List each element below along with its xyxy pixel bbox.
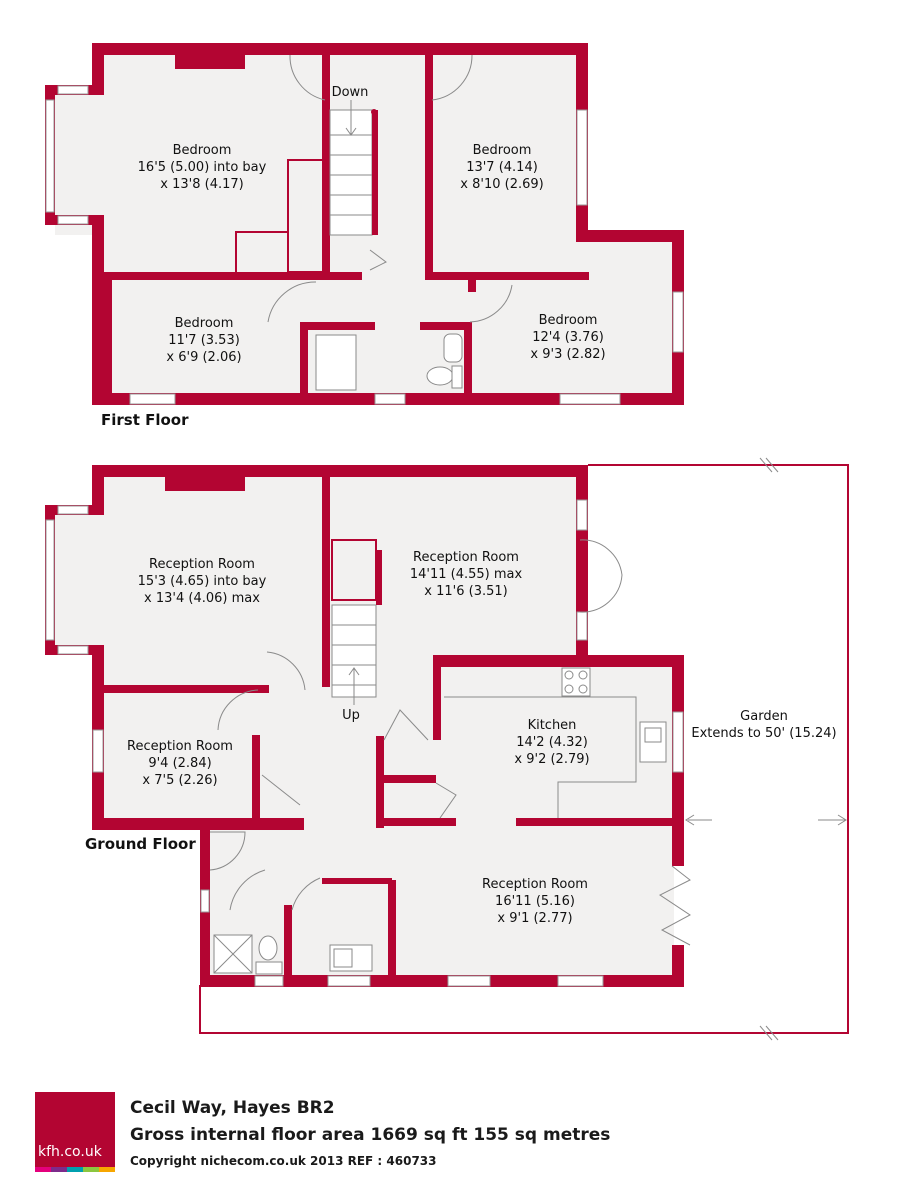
room-dim: x 9'2 (2.79) <box>514 752 589 767</box>
room-dim: 16'11 (5.16) <box>495 894 575 909</box>
garden-extent: Extends to 50' (15.24) <box>691 726 836 741</box>
room-name: Bedroom <box>473 143 532 158</box>
ground-floor: Reception Room 15'3 (4.65) into bay x 13… <box>45 457 849 1041</box>
room-dim: x 13'8 (4.17) <box>160 177 243 192</box>
logo-stripe-segment <box>35 1167 51 1172</box>
room-dim: 14'11 (4.55) max <box>410 567 523 582</box>
logo-stripe <box>35 1167 115 1172</box>
garden-name: Garden <box>740 709 788 724</box>
property-address: Cecil Way, Hayes BR2 <box>130 1098 335 1118</box>
room-dim: x 11'6 (3.51) <box>424 584 507 599</box>
room-dim: 16'5 (5.00) into bay <box>138 160 267 175</box>
stairs-down-label: Down <box>332 85 369 100</box>
room-dim: x 7'5 (2.26) <box>142 773 217 788</box>
logo-stripe-segment <box>99 1167 115 1172</box>
room-dim: 13'7 (4.14) <box>466 160 538 175</box>
footer: kfh.co.uk Cecil Way, Hayes BR2 Gross int… <box>35 1092 895 1182</box>
first-floor: Down Bedroom 16'5 (5.00) into bay x 13'8… <box>45 43 684 429</box>
room-dim: 9'4 (2.84) <box>148 756 211 771</box>
logo-stripe-segment <box>67 1167 83 1172</box>
room-name: Reception Room <box>413 550 519 565</box>
room-name: Reception Room <box>482 877 588 892</box>
room-name: Kitchen <box>528 718 577 733</box>
room-name: Bedroom <box>539 313 598 328</box>
room-dim: 14'2 (4.32) <box>516 735 588 750</box>
copyright-ref: Copyright nichecom.co.uk 2013 REF : 4607… <box>130 1154 437 1168</box>
room-dim: 11'7 (3.53) <box>168 333 240 348</box>
logo-text: kfh.co.uk <box>38 1144 102 1160</box>
room-dim: x 9'3 (2.82) <box>530 347 605 362</box>
kfh-logo: kfh.co.uk <box>35 1092 115 1172</box>
room-name: Bedroom <box>173 143 232 158</box>
room-dim: x 6'9 (2.06) <box>166 350 241 365</box>
floor-area: Gross internal floor area 1669 sq ft 155… <box>130 1125 611 1145</box>
logo-stripe-segment <box>51 1167 67 1172</box>
floor-plan: Down Bedroom 16'5 (5.00) into bay x 13'8… <box>45 43 849 1041</box>
room-dim: x 8'10 (2.69) <box>460 177 543 192</box>
ground-floor-label: Ground Floor <box>85 835 196 853</box>
room-name: Reception Room <box>149 557 255 572</box>
room-name: Bedroom <box>175 316 234 331</box>
room-dim: x 13'4 (4.06) max <box>144 591 260 606</box>
logo-stripe-segment <box>83 1167 99 1172</box>
room-name: Reception Room <box>127 739 233 754</box>
room-dim: 15'3 (4.65) into bay <box>138 574 267 589</box>
room-dim: 12'4 (3.76) <box>532 330 604 345</box>
first-floor-label: First Floor <box>101 411 189 429</box>
room-dim: x 9'1 (2.77) <box>497 911 572 926</box>
stairs-up-label: Up <box>342 708 360 723</box>
